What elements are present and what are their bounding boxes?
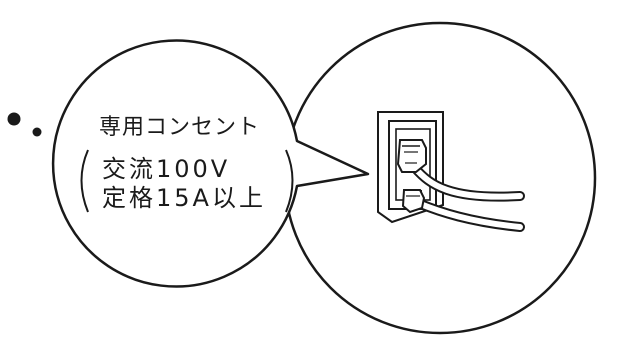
power-plug-lower-icon	[401, 189, 426, 214]
power-plug-icon	[396, 139, 427, 173]
callout-spec-voltage: 交流100V	[102, 155, 230, 183]
dot-small	[32, 127, 42, 137]
right-parenthesis	[285, 149, 294, 213]
callout-title: 専用コンセント	[99, 115, 260, 140]
callout-bubble	[51, 39, 370, 288]
dot-large	[7, 112, 21, 126]
left-parenthesis	[80, 149, 89, 213]
power-cord-icon	[410, 163, 525, 232]
callout-spec-current: 定格15A以上	[102, 184, 266, 212]
